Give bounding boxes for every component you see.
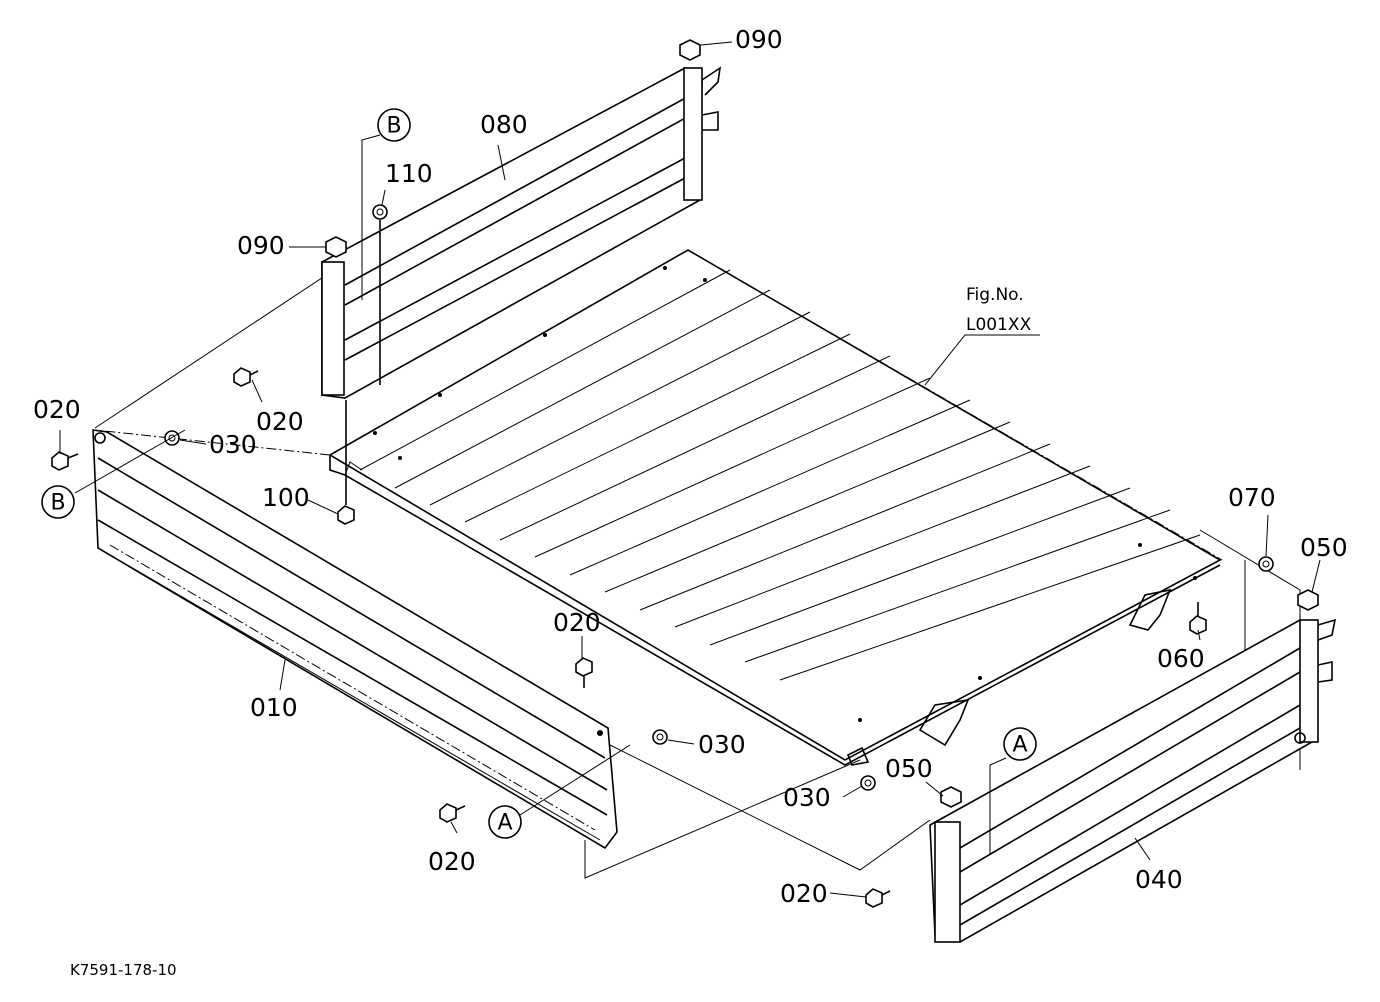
reference-b-top: B xyxy=(377,108,411,142)
part-label-090-top: 090 xyxy=(735,25,783,54)
part-label-050-center: 050 xyxy=(885,754,933,783)
reference-a-right: A xyxy=(1003,727,1037,761)
part-label-020-back: 020 xyxy=(256,407,304,436)
right-side-panel xyxy=(929,618,1337,943)
part-label-110: 110 xyxy=(385,159,433,188)
reference-markers: B B A A xyxy=(41,108,1037,839)
part-label-070: 070 xyxy=(1228,483,1276,512)
leader-lines xyxy=(59,41,1321,898)
reference-b-left: B xyxy=(41,485,75,519)
reference-a-right-label: A xyxy=(1012,733,1027,758)
part-labels: 010 020 020 020 020 020 030 030 030 040 … xyxy=(33,25,1348,979)
drawing-code: K7591-178-10 xyxy=(70,961,177,979)
part-label-060: 060 xyxy=(1157,644,1205,673)
part-label-010: 010 xyxy=(250,693,298,722)
part-label-020-center: 020 xyxy=(553,608,601,637)
left-side-panel xyxy=(92,429,618,850)
part-label-020-bottom: 020 xyxy=(428,847,476,876)
reference-b-top-label: B xyxy=(386,114,401,139)
hardware xyxy=(51,39,1319,908)
reference-b-left-label: B xyxy=(50,491,65,516)
fig-no-label: Fig.No. xyxy=(966,285,1024,305)
back-panel xyxy=(321,66,722,399)
part-label-020-left: 020 xyxy=(33,395,81,424)
fig-no-value: L001XX xyxy=(966,315,1032,335)
part-label-030-center: 030 xyxy=(698,730,746,759)
floor-panel xyxy=(328,249,1222,766)
part-label-080: 080 xyxy=(480,110,528,139)
part-label-040: 040 xyxy=(1135,865,1183,894)
part-label-030-left: 030 xyxy=(209,430,257,459)
part-label-100: 100 xyxy=(262,483,310,512)
reference-a-bottom: A xyxy=(488,805,522,839)
part-label-050-right: 050 xyxy=(1300,533,1348,562)
part-label-030-right: 030 xyxy=(783,783,831,812)
reference-a-bottom-label: A xyxy=(497,811,512,836)
part-label-020-right: 020 xyxy=(780,879,828,908)
part-label-090-left: 090 xyxy=(237,231,285,260)
